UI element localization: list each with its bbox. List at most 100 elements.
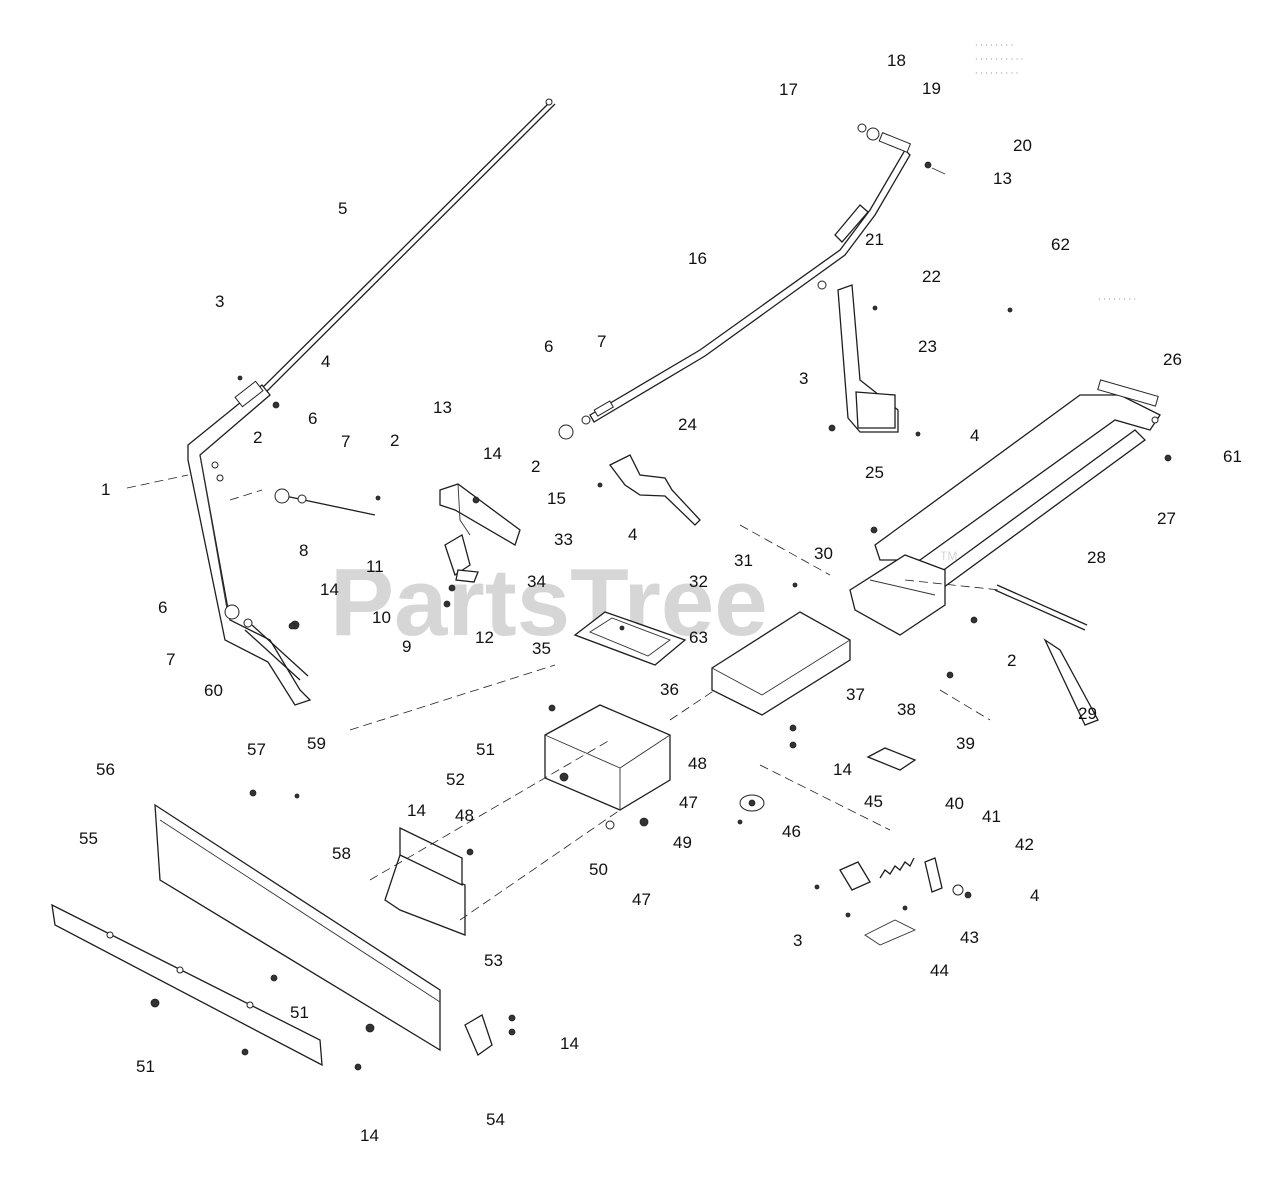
callout-46: 46 [782, 822, 801, 841]
part-platform-32 [711, 611, 851, 716]
callout-5: 5 [338, 199, 347, 218]
callout-10: 10 [372, 608, 391, 627]
part-bracket-15 [439, 483, 521, 546]
callout-44: 44 [930, 961, 949, 980]
callout-4: 4 [970, 426, 979, 445]
part-blade [154, 803, 441, 1052]
callout-61: 61 [1223, 447, 1242, 466]
part-control-rod [239, 98, 556, 413]
callout-24: 24 [678, 415, 697, 434]
watermark-trademark: TM [940, 549, 957, 563]
callout-labels: 1 2 2 2 2 3 3 3 4 4 4 4 5 6 6 6 7 7 7 8 … [79, 51, 1242, 1145]
callout-35: 35 [532, 639, 551, 658]
callout-41: 41 [982, 807, 1001, 826]
svg-text:· · · · · · · ·: · · · · · · · · [1098, 295, 1136, 304]
callout-14: 14 [360, 1126, 379, 1145]
callout-18: 18 [887, 51, 906, 70]
callout-47: 47 [632, 890, 651, 909]
callout-45: 45 [864, 792, 883, 811]
callout-33: 33 [554, 530, 573, 549]
callout-57: 57 [247, 740, 266, 759]
part-skid-shoe [464, 1014, 493, 1056]
part-control-rod-16 [589, 148, 911, 423]
callout-13: 13 [433, 398, 452, 417]
callout-14: 14 [407, 801, 426, 820]
callout-4: 4 [628, 525, 637, 544]
callout-11: 11 [366, 557, 384, 576]
callout-19: 19 [922, 79, 941, 98]
watermark: PartsTree TM [330, 549, 957, 656]
hardware-6-7-upper [558, 400, 614, 440]
callout-28: 28 [1087, 548, 1106, 567]
callout-6: 6 [308, 409, 317, 428]
faint-notes: · · · · · · · · · · · · · · · · · · · · … [975, 41, 1136, 304]
part-bracket-46 [839, 861, 871, 891]
svg-text:· · · · · · · · ·: · · · · · · · · · [975, 69, 1018, 78]
callout-2: 2 [1007, 651, 1016, 670]
callout-22: 22 [922, 267, 941, 286]
callout-58: 58 [332, 844, 351, 863]
callout-7: 7 [166, 650, 175, 669]
svg-text:· · · · · · · · · ·: · · · · · · · · · · [975, 55, 1023, 64]
callout-43: 43 [960, 928, 979, 947]
part-plate-34 [573, 611, 687, 666]
part-rod-60 [244, 624, 309, 681]
part-bushing-48 [739, 794, 765, 812]
part-cutting-edge [51, 903, 323, 1067]
callout-14: 14 [560, 1034, 579, 1053]
callout-47: 47 [679, 793, 698, 812]
hardware-6-7-lower [224, 604, 253, 628]
part-frame-rail [849, 379, 1161, 636]
callout-21: 21 [865, 230, 884, 249]
callout-38: 38 [897, 700, 916, 719]
callout-20: 20 [1013, 136, 1032, 155]
callout-8: 8 [299, 541, 308, 560]
callout-6: 6 [158, 598, 167, 617]
callout-39: 39 [956, 734, 975, 753]
callout-50: 50 [589, 860, 608, 879]
hardware-40-42 [924, 857, 972, 899]
part-spring [879, 857, 915, 879]
callout-63: 63 [689, 628, 708, 647]
callout-53: 53 [484, 951, 503, 970]
callout-4: 4 [1030, 886, 1039, 905]
part-lift-lever [187, 380, 312, 706]
callout-48: 48 [455, 806, 474, 825]
part-link-24 [609, 454, 701, 526]
part-pin-44 [864, 919, 917, 946]
callout-1: 1 [101, 480, 110, 499]
callout-2: 2 [390, 431, 399, 450]
callout-34: 34 [527, 572, 546, 591]
callout-14: 14 [483, 444, 502, 463]
watermark-text: PartsTree [330, 549, 768, 656]
callout-17: 17 [779, 80, 798, 99]
callout-4: 4 [321, 352, 330, 371]
part-clip-11 [444, 534, 479, 583]
callout-30: 30 [814, 544, 833, 563]
callout-14: 14 [833, 760, 852, 779]
callout-37: 37 [846, 685, 865, 704]
callout-2: 2 [253, 428, 262, 447]
callout-3: 3 [215, 292, 224, 311]
part-bar-29 [1043, 638, 1099, 726]
callout-7: 7 [597, 332, 606, 351]
callout-51: 51 [476, 740, 495, 759]
top-hardware-cluster [857, 123, 946, 175]
callout-51: 51 [290, 1003, 309, 1022]
callout-3: 3 [793, 931, 802, 950]
callout-42: 42 [1015, 835, 1034, 854]
callout-16: 16 [688, 249, 707, 268]
callout-32: 32 [689, 572, 708, 591]
leader-lines [126, 474, 1001, 921]
callout-7: 7 [341, 432, 350, 451]
part-rod-8 [274, 488, 376, 516]
callout-62: 62 [1051, 235, 1070, 254]
callout-26: 26 [1163, 350, 1182, 369]
callout-23: 23 [918, 337, 937, 356]
callout-12: 12 [475, 628, 494, 647]
part-bracket-53 [384, 826, 466, 936]
callout-29: 29 [1078, 704, 1097, 723]
callout-9: 9 [402, 637, 411, 656]
callout-51: 51 [136, 1057, 155, 1076]
